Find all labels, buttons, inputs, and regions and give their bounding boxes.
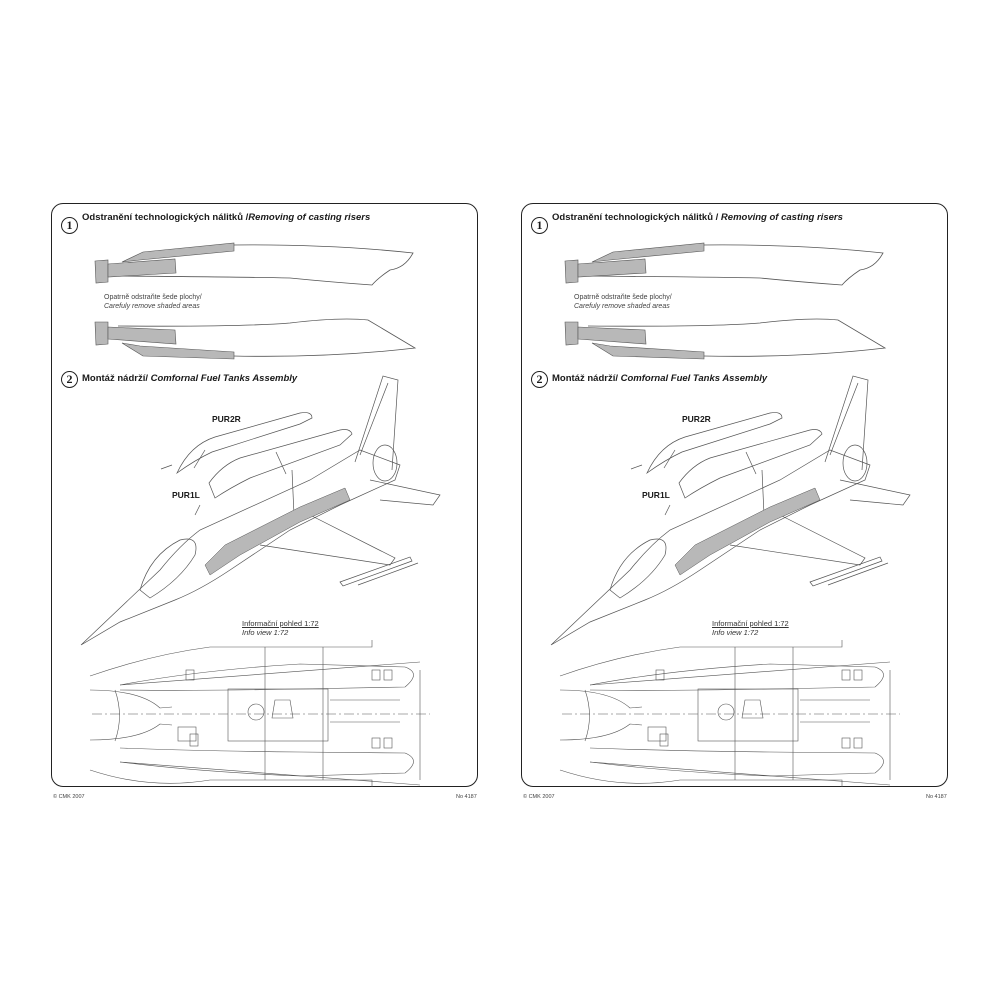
casting-risers-drawing	[564, 242, 887, 360]
step-1-note-cz: Opatrně odstraňte šede plochy/	[104, 294, 202, 301]
riser-shaded-upper	[94, 242, 235, 284]
step-1-note-cz: Opatrně odstraňte šede plochy/	[574, 294, 672, 301]
tank-part-lower	[117, 318, 417, 357]
casting-risers-drawing	[94, 242, 417, 360]
step-2-title: Montáž nádrží/ Comfornal Fuel Tanks Asse…	[552, 373, 767, 384]
step-1-note-en: Carefuly remove shaded areas	[574, 303, 670, 310]
step-2-title-cz: Montáž nádrží/	[82, 373, 151, 384]
step-1-number: 1	[61, 217, 78, 234]
info-view-caption: Informační pohled 1:72 Info view 1:72	[242, 619, 319, 637]
f16-assembly-drawing	[550, 375, 911, 646]
step-2-title-cz: Montáž nádrží/	[552, 373, 621, 384]
top-view-drawing	[559, 640, 900, 787]
step-1-note: Opatrně odstraňte šede plochy/ Carefuly …	[104, 293, 202, 311]
step-1-number: 1	[531, 217, 548, 234]
step-1-title: Odstranění technologických nálitků / Rem…	[552, 212, 843, 223]
step-1-note-en: Carefuly remove shaded areas	[104, 303, 200, 310]
copyright: © CMK 2007	[53, 794, 85, 800]
info-view-title-en: Info view 1:72	[242, 628, 289, 637]
riser-shaded-lower	[94, 321, 235, 360]
top-view-drawing	[89, 640, 430, 787]
instruction-frame	[51, 203, 478, 787]
cft-shaded-area	[204, 487, 351, 576]
step-1-title: Odstranění technologických nálitků /Remo…	[82, 212, 370, 223]
tank-part-upper	[117, 244, 414, 286]
step-2-title: Montáž nádrží/ Comfornal Fuel Tanks Asse…	[82, 373, 297, 384]
step-1-note: Opatrně odstraňte šede plochy/ Carefuly …	[574, 293, 672, 311]
copyright: © CMK 2007	[523, 794, 555, 800]
info-view-title-cz: Informační pohled 1:72	[712, 619, 789, 628]
step-1-title-en: Removing of casting risers	[248, 212, 371, 223]
instruction-sheet-left: 1 Odstranění technologických nálitků /Re…	[0, 0, 480, 1000]
part-label-pur2r: PUR2R	[212, 414, 241, 424]
part-label-pur1l: PUR1L	[172, 490, 200, 500]
info-view-caption: Informační pohled 1:72 Info view 1:72	[712, 619, 789, 637]
info-view-title-cz: Informační pohled 1:72	[242, 619, 319, 628]
step-1-title-en: Removing of casting risers	[720, 212, 843, 223]
cft-shaded-area	[674, 487, 821, 576]
step-2-number: 2	[61, 371, 78, 388]
instruction-frame	[521, 203, 948, 787]
step-2-title-en: Comfornal Fuel Tanks Assembly	[150, 373, 298, 384]
info-view-title-en: Info view 1:72	[712, 628, 759, 637]
kit-number: No 4187	[456, 794, 477, 800]
part-label-pur2r: PUR2R	[682, 414, 711, 424]
step-1-title-cz: Odstranění technologických nálitků /	[82, 212, 249, 223]
part-label-pur1l: PUR1L	[642, 490, 670, 500]
step-2-number: 2	[531, 371, 548, 388]
kit-number: No 4187	[926, 794, 947, 800]
step-2-title-en: Comfornal Fuel Tanks Assembly	[620, 373, 768, 384]
instruction-sheet-right: 1 Odstranění technologických nálitků / R…	[470, 0, 950, 1000]
f16-assembly-drawing	[80, 375, 441, 646]
step-1-title-cz: Odstranění technologických nálitků /	[552, 212, 721, 223]
